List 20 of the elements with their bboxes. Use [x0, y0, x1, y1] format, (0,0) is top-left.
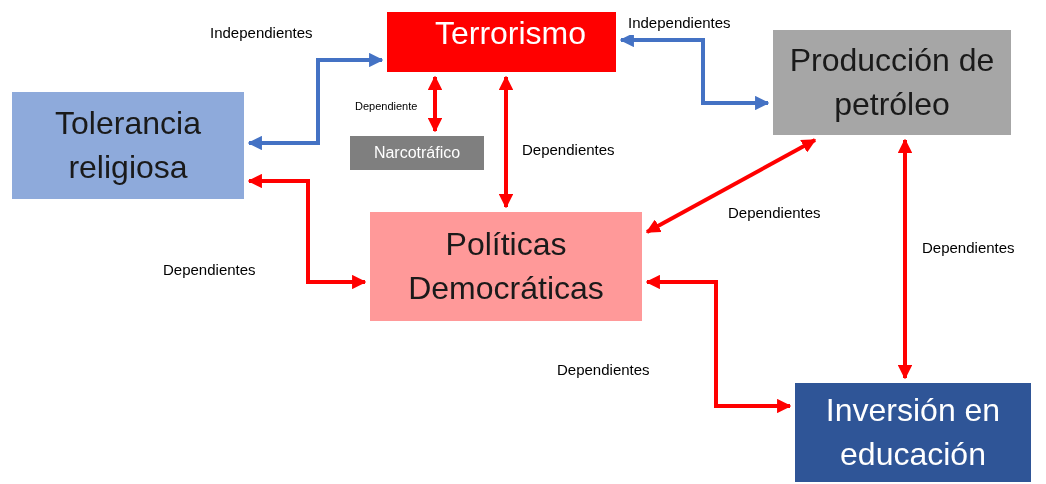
- double-arrow: [427, 75, 443, 133]
- node-label: Terrorismo: [433, 14, 588, 53]
- process-box: [12, 92, 244, 199]
- double-arrow: [645, 138, 817, 234]
- node-label: Inversión en educación: [824, 391, 1002, 474]
- double-arrow: [247, 52, 384, 151]
- node-label: Producción de petróleo: [788, 41, 996, 124]
- node-label: Tolerancia religiosa: [54, 104, 202, 187]
- double-arrow: [897, 138, 913, 380]
- double-arrow: [645, 274, 792, 414]
- process-box: [370, 212, 642, 321]
- double-arrow: [247, 173, 367, 290]
- node-label: Políticas Democráticas: [407, 225, 605, 308]
- double-arrow: [619, 32, 770, 111]
- process-box: [387, 12, 616, 72]
- process-box: [773, 30, 1011, 135]
- double-arrow: [498, 75, 514, 209]
- process-box: [350, 136, 484, 170]
- process-box: [795, 383, 1031, 482]
- node-label: Narcotráfico: [372, 143, 462, 164]
